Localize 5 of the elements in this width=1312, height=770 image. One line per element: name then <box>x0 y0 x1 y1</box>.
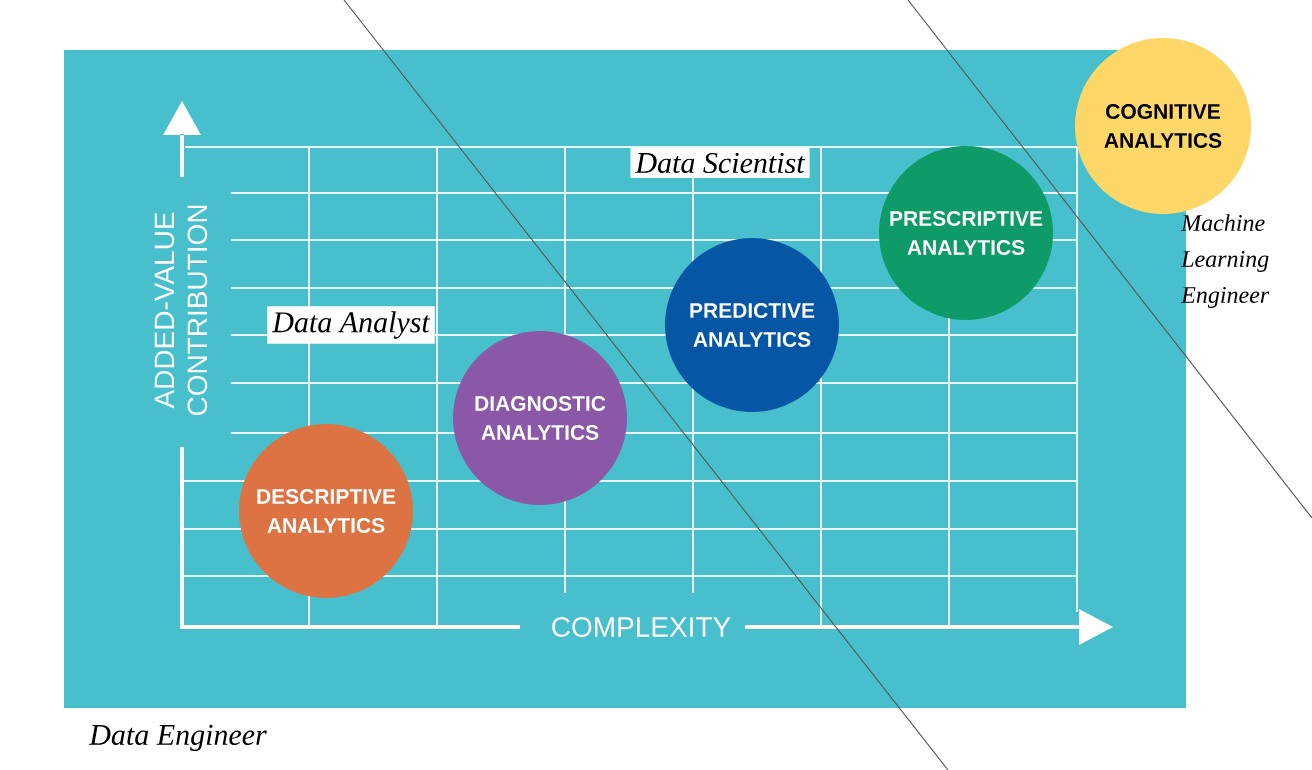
axis-label: ADDED-VALUE CONTRIBUTION <box>154 205 208 416</box>
role-label: Data Engineer <box>88 724 267 752</box>
role-label: Data Analyst <box>267 306 435 344</box>
axis-label: COMPLEXITY <box>552 617 731 637</box>
role-label: Data Scientist <box>630 147 810 179</box>
